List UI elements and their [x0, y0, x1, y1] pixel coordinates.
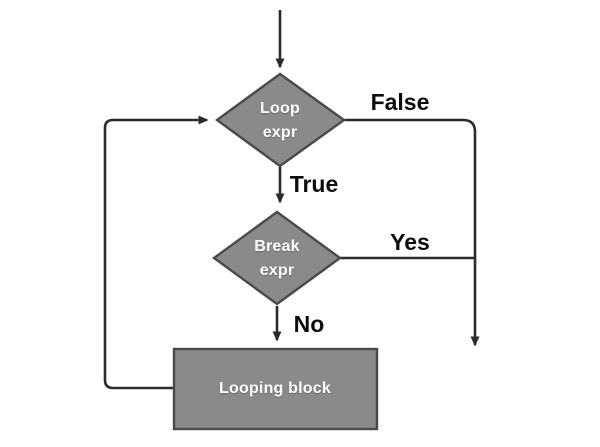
break-expr-label: Break expr — [254, 238, 300, 279]
looping-block-label: Looping block — [219, 380, 331, 397]
break-expr-diamond — [211, 210, 343, 306]
no-edge-label: No — [293, 311, 325, 337]
yes-edge-label: Yes — [390, 229, 430, 255]
looping-block-rect — [172, 347, 379, 431]
loop-expr-label: Loop expr — [260, 100, 300, 141]
false-exit-connector — [344, 118, 480, 347]
loop-expr-diamond — [214, 72, 347, 168]
false-edge-label: False — [370, 89, 430, 115]
loopback-connector — [103, 115, 209, 390]
true-edge-label: True — [289, 171, 339, 197]
